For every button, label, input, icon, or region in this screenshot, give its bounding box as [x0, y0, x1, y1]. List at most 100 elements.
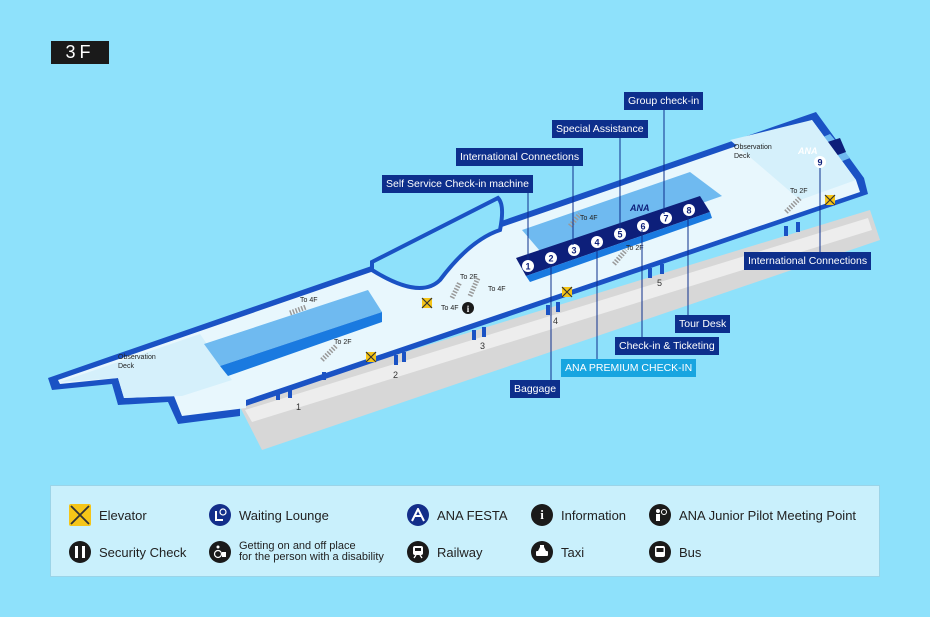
svg-text:i: i: [467, 304, 470, 314]
obs-deck-left-line2: Deck: [118, 363, 134, 370]
escalator-to-4f-counter: [568, 212, 582, 228]
counter-1-label: 1: [525, 262, 530, 272]
elevator-icon: [561, 286, 573, 298]
callout-international-connections[interactable]: International Connections: [456, 148, 584, 166]
security-check-icon: [69, 541, 91, 563]
gate-4: 4: [553, 316, 558, 326]
callout-ana-premium[interactable]: ANA PREMIUM CHECK-IN: [561, 359, 697, 377]
legend-information-label: Information: [561, 507, 627, 523]
bus-icon: [649, 541, 671, 563]
counter-4[interactable]: 4: [591, 236, 603, 248]
legend-taxi: Taxi: [531, 541, 584, 563]
counter-markers: 1 2 3 4 5 6 7 8 9: [522, 156, 826, 272]
label-to-4f-info: To 4F: [441, 305, 459, 312]
legend-bus: Bus: [649, 541, 701, 563]
escalator-to-2f-counter: [612, 248, 628, 266]
legend-security-check-label: Security Check: [99, 544, 187, 560]
junior-pilot-icon: [649, 504, 671, 526]
counter-5[interactable]: 5: [614, 228, 626, 240]
counter-3[interactable]: 3: [568, 244, 580, 256]
elevator-icon: [69, 504, 91, 526]
obs-deck-left-line1: Observation: [118, 354, 156, 361]
legend-elevator: Elevator: [69, 504, 147, 526]
legend-information: i Information: [531, 504, 626, 526]
counter-8[interactable]: 8: [683, 204, 695, 216]
callout-leaders: [527, 106, 821, 380]
elevator-icon: [421, 297, 433, 309]
label-to-2f-right: To 2F: [790, 188, 808, 195]
legend-junior-pilot-label: ANA Junior Pilot Meeting Point: [679, 507, 857, 523]
label-to-4f-center: To 4F: [488, 286, 506, 293]
obs-deck-right-line1: Observation: [734, 144, 772, 151]
counter-2[interactable]: 2: [545, 252, 557, 264]
legend-bus-label: Bus: [679, 544, 702, 560]
label-to-2f-counter: To 2F: [626, 245, 644, 252]
legend-ana-festa: ANA FESTA: [407, 504, 508, 526]
callout-baggage[interactable]: Baggage: [510, 380, 561, 398]
floor-indicator: 3F: [51, 41, 109, 64]
legend-railway: Railway: [407, 541, 483, 563]
legend-waiting-lounge-label: Waiting Lounge: [239, 507, 329, 523]
wheelchair-icon: [209, 541, 231, 563]
ana-festa-icon: [407, 504, 429, 526]
legend: Elevator Waiting Lounge ANA FESTA i Info…: [50, 485, 880, 577]
gate-1: 1: [296, 402, 301, 412]
legend-security-check: Security Check: [69, 541, 186, 563]
railway-icon: [407, 541, 429, 563]
counter-4-label: 4: [594, 238, 599, 248]
counter-7[interactable]: 7: [660, 212, 672, 224]
callout-group-checkin[interactable]: Group check-in: [624, 92, 704, 110]
counter-7-label: 7: [663, 214, 668, 224]
gate-labels: 1 2 3 4 5: [296, 278, 662, 412]
label-to-2f-left: To 2F: [334, 339, 352, 346]
legend-ana-festa-label: ANA FESTA: [437, 507, 508, 523]
elevator-icon: [365, 351, 377, 363]
escalators: [289, 196, 802, 362]
counter-6-label: 6: [640, 222, 645, 232]
escalator-to-2f-left: [320, 344, 338, 362]
waiting-lounge-icon: [209, 504, 231, 526]
legend-disability-line2: for the person with a disability: [239, 551, 384, 563]
counter-8-label: 8: [686, 206, 691, 216]
label-to-2f-center: To 2F: [460, 274, 478, 281]
legend-waiting-lounge: Waiting Lounge: [209, 504, 329, 526]
legend-disability-drop-off: Getting on and off place for the person …: [209, 541, 384, 563]
legend-railway-label: Railway: [437, 544, 483, 560]
callout-checkin-ticketing[interactable]: Check-in & Ticketing: [615, 337, 719, 355]
elevators: [365, 194, 836, 363]
gate-3: 3: [480, 341, 485, 351]
counter-2-label: 2: [548, 254, 553, 264]
legend-taxi-label: Taxi: [561, 544, 585, 560]
obs-deck-right-line2: Deck: [734, 153, 750, 160]
counter-3-label: 3: [571, 246, 576, 256]
counter-1[interactable]: 1: [522, 260, 534, 272]
escalator-to-4f-center: [467, 276, 481, 298]
legend-elevator-label: Elevator: [99, 507, 147, 523]
label-to-4f-left: To 4F: [300, 297, 318, 304]
information-icon: i: [462, 302, 474, 314]
counter-9[interactable]: 9: [814, 156, 826, 168]
callout-self-service[interactable]: Self Service Check-in machine: [382, 175, 533, 193]
legend-junior-pilot: ANA Junior Pilot Meeting Point: [649, 504, 856, 526]
information-icon: i: [531, 504, 553, 526]
callout-special-assistance[interactable]: Special Assistance: [552, 120, 648, 138]
gate-5: 5: [657, 278, 662, 288]
counter-9-label: 9: [817, 158, 822, 168]
observation-deck-left: [60, 334, 232, 398]
escalator-to-2f-right: [784, 196, 802, 214]
legend-disability-label: Getting on and off place for the person …: [239, 541, 384, 563]
gate-2: 2: [393, 370, 398, 380]
central-void: [370, 195, 505, 290]
legend-disability-line1: Getting on and off place: [239, 540, 356, 552]
callout-tour-desk[interactable]: Tour Desk: [675, 315, 731, 333]
taxi-icon: [531, 541, 553, 563]
island-left: [204, 290, 382, 366]
callout-international-connections-right[interactable]: International Connections: [744, 252, 872, 270]
counter-6[interactable]: 6: [637, 220, 649, 232]
ana-logo-right: ANA: [797, 146, 818, 156]
counter-5-label: 5: [617, 230, 622, 240]
observation-deck-right: [730, 120, 856, 200]
label-to-4f-counter: To 4F: [580, 215, 598, 222]
ana-logo-center: ANA: [629, 203, 650, 213]
